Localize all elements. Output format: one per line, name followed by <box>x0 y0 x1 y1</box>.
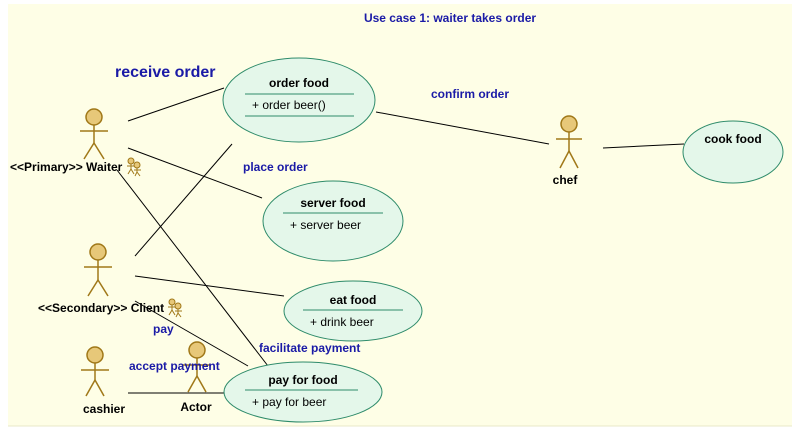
usecase-cook-food-name: cook food <box>704 132 761 146</box>
label-confirm-order: confirm order <box>431 87 509 101</box>
actor-waiter-icon[interactable] <box>80 108 108 160</box>
usecase-server-food[interactable]: server food + server beer <box>262 180 404 262</box>
actor-actor-label: Actor <box>180 400 212 414</box>
assoc-order-food-chef[interactable] <box>375 111 550 145</box>
usecase-server-food-op: + server beer <box>290 218 361 232</box>
associations <box>116 87 685 394</box>
actor-chef-label: chef <box>553 173 579 187</box>
assoc-client-pay-for-food[interactable] <box>134 300 249 367</box>
assoc-waiter-order-food[interactable] <box>127 87 225 122</box>
actor-client-icon[interactable] <box>84 243 112 297</box>
usecase-cook-food[interactable]: cook food <box>682 120 784 184</box>
label-facilitate-payment: facilitate payment <box>259 341 360 355</box>
stereotype-actor-icon <box>168 298 182 318</box>
label-pay: pay <box>153 322 174 336</box>
usecase-order-food[interactable]: order food + order beer() <box>222 57 376 143</box>
usecase-server-food-name: server food <box>300 196 365 210</box>
stereotype-actor-icon <box>127 157 141 177</box>
assoc-client-order-food[interactable] <box>134 143 233 257</box>
usecase-order-food-op: + order beer() <box>252 98 326 112</box>
actor-cashier-icon[interactable] <box>81 346 109 397</box>
usecase-eat-food-name: eat food <box>330 293 377 307</box>
assoc-waiter-server-food[interactable] <box>127 147 263 199</box>
assoc-waiter-pay-for-food[interactable] <box>116 169 269 367</box>
actor-chef-icon[interactable] <box>556 115 582 169</box>
label-place-order: place order <box>243 160 308 174</box>
label-accept-payment: accept payment <box>129 359 220 373</box>
usecase-order-food-name: order food <box>269 76 329 90</box>
actor-client-label: <<Secondary>> Client <box>38 301 164 315</box>
actor-cashier-label: cashier <box>83 402 125 416</box>
usecase-pay-for-food[interactable]: pay for food + pay for beer <box>223 361 383 423</box>
usecase-eat-food[interactable]: eat food + drink beer <box>283 280 423 342</box>
diagram-title: Use case 1: waiter takes order <box>364 11 536 25</box>
actor-actor-icon[interactable] <box>183 341 211 393</box>
label-receive-order: receive order <box>115 64 216 81</box>
usecase-pay-for-food-name: pay for food <box>268 373 337 387</box>
usecase-pay-for-food-op: + pay for beer <box>252 395 326 409</box>
assoc-chef-cook-food[interactable] <box>602 143 685 149</box>
assoc-client-eat-food[interactable] <box>134 275 285 297</box>
actor-waiter-label: <<Primary>> Waiter <box>10 160 123 174</box>
usecase-eat-food-op: + drink beer <box>310 315 374 329</box>
